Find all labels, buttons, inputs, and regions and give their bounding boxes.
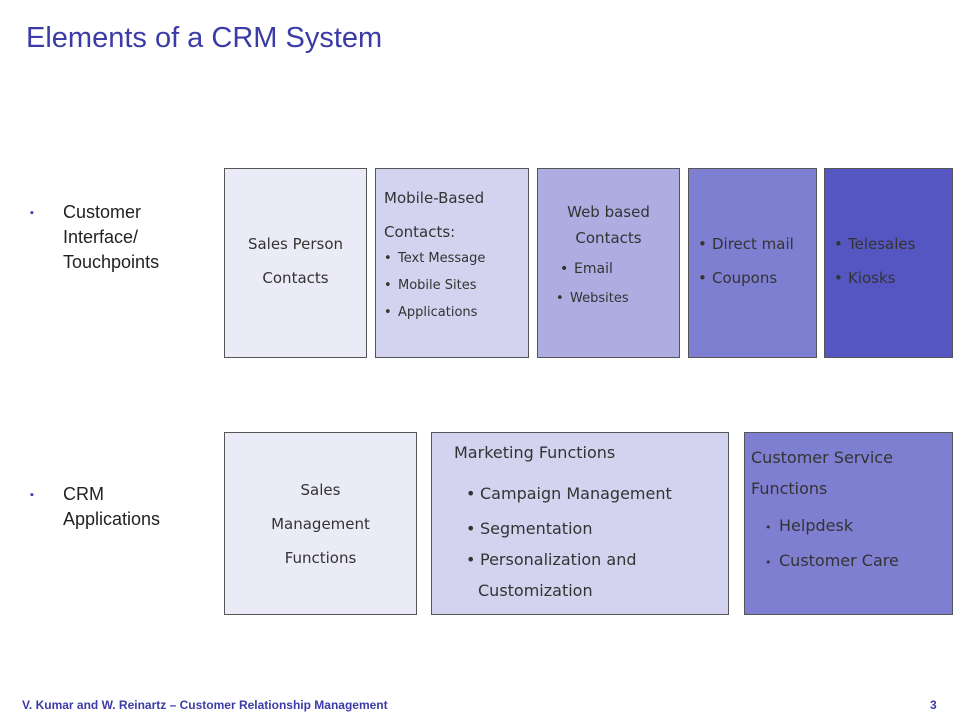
bullet-dot-icon: • — [698, 235, 707, 253]
list-item-text: Mobile Sites — [398, 278, 477, 293]
sales-person-contacts-box: Sales Person Contacts — [224, 168, 367, 358]
footer-text: V. Kumar and W. Reinartz – Customer Rela… — [22, 698, 388, 712]
box-heading: Contacts: — [384, 223, 456, 241]
list-item-text: Helpdesk — [779, 516, 854, 535]
list-item-text: Email — [574, 261, 613, 277]
list-item: • Telesales — [834, 235, 952, 253]
list-item: • Websites — [556, 291, 679, 306]
list-item: • Text Message — [384, 251, 528, 266]
list-item: • Mobile Sites — [384, 278, 528, 293]
list-item: •Campaign Management — [466, 484, 728, 503]
box-text: Sales Person — [247, 235, 344, 253]
box-text: Functions — [284, 549, 357, 567]
square-bullet-icon: ▪ — [30, 207, 34, 219]
bullet-dot-icon: • — [466, 550, 476, 569]
slide-title: Elements of a CRM System — [26, 22, 383, 54]
box-heading: Mobile-Based — [384, 189, 485, 207]
side-label-line: CRM — [63, 484, 104, 504]
bullet-dot-icon: • — [466, 519, 476, 538]
list-item: • Applications — [384, 305, 528, 320]
side-label-touchpoints: ▪ Customer Interface/ Touchpoints — [30, 200, 193, 275]
bullet-dot-icon: • — [765, 521, 772, 534]
list-item: •Personalization and — [466, 550, 728, 569]
bullet-dot-icon: • — [765, 556, 772, 569]
list-item: • Email — [560, 261, 679, 277]
bullet-dot-icon: • — [560, 261, 569, 277]
box-text: Sales — [300, 481, 341, 499]
list-item: •Segmentation — [466, 519, 728, 538]
box-heading: Marketing Functions — [454, 443, 616, 462]
list-item: • Coupons — [698, 269, 816, 287]
list-item-text: Kiosks — [848, 269, 896, 287]
list-item-text: Campaign Management — [480, 484, 672, 503]
list-item-text: Applications — [398, 305, 478, 320]
box-text: Contacts — [262, 269, 329, 287]
list-item: • Kiosks — [834, 269, 952, 287]
bullet-dot-icon: • — [698, 269, 707, 287]
list-item-continuation: Customization — [478, 581, 593, 600]
customer-service-functions-box: Customer Service Functions • Helpdesk • Cu… — [744, 432, 953, 615]
bullet-dot-icon: • — [384, 251, 392, 266]
page-number: 3 — [930, 698, 937, 712]
list-item-text: Segmentation — [480, 519, 593, 538]
box-heading: Functions — [751, 479, 828, 498]
bullet-dot-icon: • — [556, 291, 564, 306]
sales-management-functions-box: Sales Management Functions — [224, 432, 417, 615]
telesales-box: • Telesales • Kiosks — [824, 168, 953, 358]
box-heading: Web based — [567, 203, 650, 221]
list-item-text: Text Message — [398, 251, 486, 266]
list-item-text: Direct mail — [712, 235, 794, 253]
side-label-line: Applications — [63, 509, 161, 529]
list-item-text: Telesales — [848, 235, 916, 253]
side-label-crm-applications: ▪ CRM Applications — [30, 482, 193, 532]
list-item-text: Personalization and — [480, 550, 637, 569]
bullet-dot-icon: • — [384, 278, 392, 293]
side-label-line: Customer — [63, 202, 142, 222]
list-item-text: Websites — [570, 291, 629, 306]
web-based-contacts-box: Web based Contacts •Email •Websites — [537, 168, 680, 358]
bullet-dot-icon: • — [834, 269, 843, 287]
list-item: • Customer Care — [765, 551, 952, 570]
marketing-functions-box: Marketing Functions •Campaign Management… — [431, 432, 729, 615]
bullet-dot-icon: • — [466, 484, 476, 503]
list-item: • Direct mail — [698, 235, 816, 253]
list-item-text: Coupons — [712, 269, 778, 287]
square-bullet-icon: ▪ — [30, 489, 34, 501]
bullet-dot-icon: • — [834, 235, 843, 253]
list-item-text: Customer Care — [779, 551, 899, 570]
box-heading: Customer Service — [751, 448, 893, 467]
bullet-dot-icon: • — [384, 305, 392, 320]
box-text: Management — [271, 515, 370, 533]
side-label-line: Interface/ — [63, 227, 139, 247]
list-item: • Helpdesk — [765, 516, 952, 535]
box-heading: Contacts — [575, 229, 642, 247]
mobile-based-contacts-box: Mobile-Based Contacts: • Text Message • Mo… — [375, 168, 529, 358]
side-label-line: Touchpoints — [63, 252, 160, 272]
direct-mail-box: • Direct mail • Coupons — [688, 168, 817, 358]
